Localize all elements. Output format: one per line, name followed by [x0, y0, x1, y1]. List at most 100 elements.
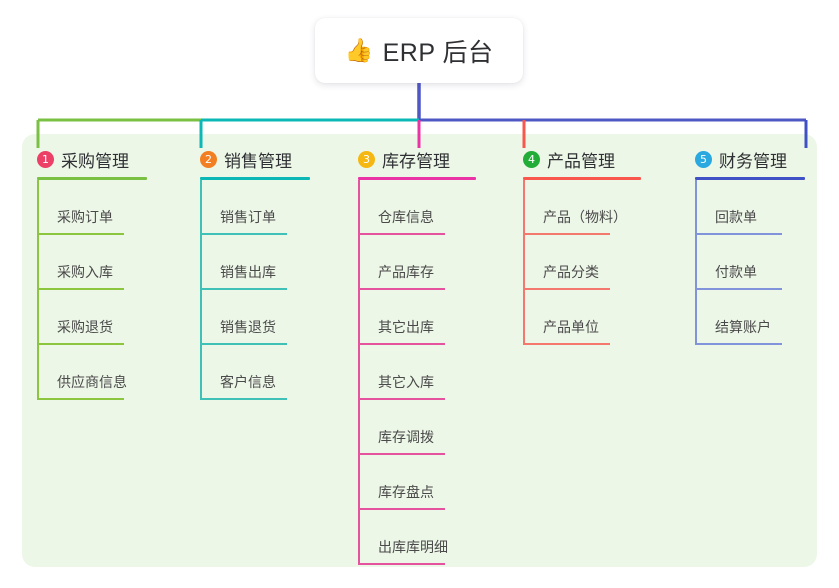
leaf-item-label: 其它出库 — [378, 319, 434, 335]
leaf-item[interactable]: 供应商信息 — [37, 345, 147, 400]
column-header-4[interactable]: 4 产品管理 — [523, 148, 641, 171]
leaf-item-label: 采购入库 — [57, 264, 113, 280]
leaf-item-label: 仓库信息 — [378, 209, 434, 225]
leaf-item-rule — [37, 233, 124, 235]
leaf-item-label: 付款单 — [715, 264, 757, 280]
leaf-item[interactable]: 产品库存 — [358, 235, 476, 290]
leaf-item-rule — [695, 288, 782, 290]
column-3: 3 库存管理仓库信息产品库存其它出库其它入库库存调拨库存盘点出库库明细 — [358, 148, 476, 565]
leaf-item-rule — [358, 343, 445, 345]
leaf-item-label: 其它入库 — [378, 374, 434, 390]
leaf-item-rule — [523, 343, 610, 345]
column-header-3[interactable]: 3 库存管理 — [358, 148, 476, 171]
column-badge-5: 5 — [695, 150, 712, 168]
leaf-item-rule — [695, 233, 782, 235]
leaf-item-rule — [200, 398, 287, 400]
leaf-item-label: 销售退货 — [220, 319, 276, 335]
column-title-3: 库存管理 — [382, 151, 450, 171]
leaf-item-label: 产品分类 — [543, 264, 599, 280]
leaf-item[interactable]: 销售退货 — [200, 290, 310, 345]
leaf-item-rule — [358, 288, 445, 290]
column-items-1: 采购订单采购入库采购退货供应商信息 — [37, 180, 147, 400]
column-4: 4 产品管理产品（物料） 产品分类产品单位 — [523, 148, 641, 345]
leaf-item-label: 出库库明细 — [378, 539, 448, 555]
leaf-item-label: 产品库存 — [378, 264, 434, 280]
leaf-item[interactable]: 回款单 — [695, 180, 805, 235]
column-1: 1 采购管理采购订单采购入库采购退货供应商信息 — [37, 148, 147, 400]
leaf-item[interactable]: 出库库明细 — [358, 510, 476, 565]
column-spine-1 — [37, 180, 39, 400]
column-items-2: 销售订单销售出库销售退货客户信息 — [200, 180, 310, 400]
leaf-item-rule — [200, 233, 287, 235]
leaf-item-label: 采购订单 — [57, 209, 113, 225]
root-node-label: 👍 ERP 后台 — [344, 33, 493, 69]
leaf-item-rule — [37, 398, 124, 400]
column-rule-4 — [523, 177, 641, 180]
column-items-3: 仓库信息产品库存其它出库其它入库库存调拨库存盘点出库库明细 — [358, 180, 476, 565]
leaf-item[interactable]: 采购退货 — [37, 290, 147, 345]
leaf-item-rule — [200, 343, 287, 345]
root-node-title: ERP 后台 — [382, 38, 494, 67]
leaf-item-rule — [358, 398, 445, 400]
leaf-item-label: 结算账户 — [715, 319, 771, 335]
leaf-item-label: 库存调拨 — [378, 429, 434, 445]
leaf-item[interactable]: 销售出库 — [200, 235, 310, 290]
leaf-item-label: 库存盘点 — [378, 484, 434, 500]
leaf-item[interactable]: 产品单位 — [523, 290, 641, 345]
leaf-item[interactable]: 付款单 — [695, 235, 805, 290]
column-spine-2 — [200, 180, 202, 400]
column-rule-1 — [37, 177, 147, 180]
leaf-item[interactable]: 其它入库 — [358, 345, 476, 400]
leaf-item-rule — [523, 233, 610, 235]
leaf-item[interactable]: 采购入库 — [37, 235, 147, 290]
column-spine-4 — [523, 180, 525, 345]
column-header-1[interactable]: 1 采购管理 — [37, 148, 147, 171]
leaf-item-rule — [358, 508, 445, 510]
leaf-item-rule — [37, 288, 124, 290]
leaf-item[interactable]: 结算账户 — [695, 290, 805, 345]
column-badge-3: 3 — [358, 150, 375, 168]
leaf-item-rule — [523, 288, 610, 290]
leaf-item[interactable]: 采购订单 — [37, 180, 147, 235]
column-rule-3 — [358, 177, 476, 180]
leaf-item-rule — [358, 563, 445, 565]
leaf-item-rule — [358, 233, 445, 235]
diagram-panel — [22, 134, 817, 567]
leaf-item[interactable]: 销售订单 — [200, 180, 310, 235]
column-rule-2 — [200, 177, 310, 180]
column-items-4: 产品（物料） 产品分类产品单位 — [523, 180, 641, 345]
column-spine-3 — [358, 180, 360, 565]
leaf-item-label: 产品（物料） — [543, 209, 627, 225]
leaf-item[interactable]: 客户信息 — [200, 345, 310, 400]
leaf-item-label: 采购退货 — [57, 319, 113, 335]
leaf-item-label: 供应商信息 — [57, 374, 127, 390]
leaf-item-label: 客户信息 — [220, 374, 276, 390]
leaf-item-label: 销售出库 — [220, 264, 276, 280]
leaf-item-rule — [200, 288, 287, 290]
leaf-item-rule — [37, 343, 124, 345]
leaf-item[interactable]: 产品分类 — [523, 235, 641, 290]
leaf-item-label: 产品单位 — [543, 319, 599, 335]
column-title-4: 产品管理 — [547, 151, 615, 171]
leaf-item-rule — [358, 453, 445, 455]
column-title-1: 采购管理 — [61, 151, 129, 171]
column-badge-2: 2 — [200, 150, 217, 168]
leaf-item[interactable]: 产品（物料） — [523, 180, 641, 235]
leaf-item[interactable]: 其它出库 — [358, 290, 476, 345]
column-rule-5 — [695, 177, 805, 180]
leaf-item-rule — [695, 343, 782, 345]
leaf-item[interactable]: 库存调拨 — [358, 400, 476, 455]
column-spine-5 — [695, 180, 697, 345]
leaf-item[interactable]: 库存盘点 — [358, 455, 476, 510]
column-badge-4: 4 — [523, 150, 540, 168]
leaf-item-label: 回款单 — [715, 209, 757, 225]
leaf-item[interactable]: 仓库信息 — [358, 180, 476, 235]
root-node[interactable]: 👍 ERP 后台 — [315, 18, 523, 83]
column-items-5: 回款单付款单结算账户 — [695, 180, 805, 345]
column-badge-1: 1 — [37, 150, 54, 168]
